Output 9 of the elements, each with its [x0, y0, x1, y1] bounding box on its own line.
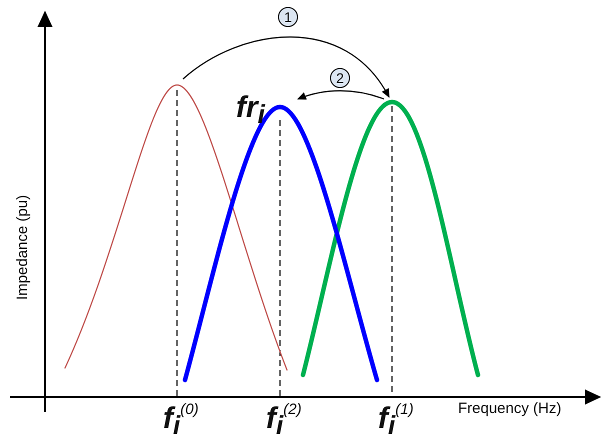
- callout-number: 1: [278, 7, 298, 27]
- axis-label: Frequency (Hz): [458, 400, 562, 417]
- impedance-curve: [64, 84, 288, 371]
- arrow: [297, 90, 384, 100]
- resonance-label: fr$_{i}$: [236, 93, 265, 123]
- axis-label: Impedance (pu): [14, 194, 31, 300]
- arrow: [182, 36, 390, 98]
- callout-number: 2: [330, 68, 350, 88]
- impedance-curve: [300, 100, 480, 378]
